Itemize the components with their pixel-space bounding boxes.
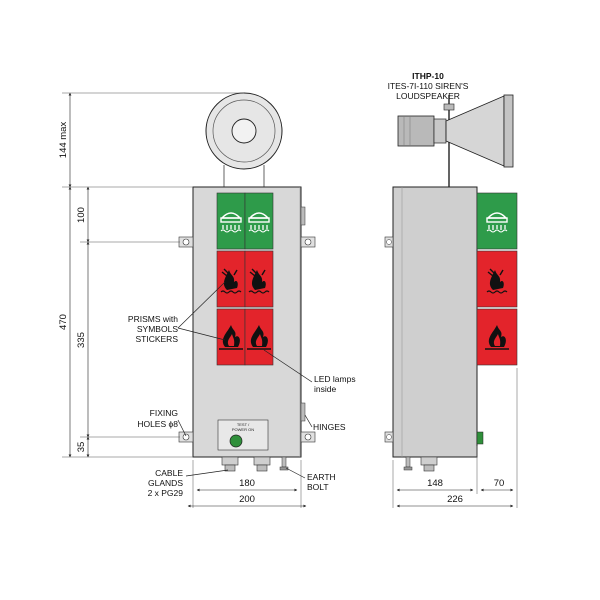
fixing-hole [178, 431, 194, 443]
siren-loudspeaker [205, 92, 283, 187]
label-earth-bolt: BOLT [307, 482, 329, 492]
prism-green-left [216, 192, 246, 250]
side-title: ITES-7I-110 SIREN'S [388, 81, 469, 91]
prism-red-left-bottom [216, 308, 246, 366]
hinge-top [300, 206, 306, 226]
label-cable-glands: GLANDS [148, 478, 183, 488]
siren-loudspeaker-side [397, 94, 514, 187]
cable-gland-side [420, 456, 438, 472]
label-fixing-holes: HOLES ϕ8 [137, 419, 178, 429]
label-hinges: HINGES [313, 422, 346, 432]
earth-bolt [279, 456, 289, 471]
test-plate-text: POWER ON [232, 427, 254, 432]
side-view: ITHP-10 ITES-7I-110 SIREN'S LOUDSPEAKER [384, 71, 518, 508]
prism-green-right [244, 192, 274, 250]
dim-body-depth: 148 [427, 478, 443, 489]
fixing-hole-side [384, 236, 394, 248]
earth-bolt-side [403, 456, 413, 471]
fixing-hole [178, 236, 194, 248]
label-earth-bolt: EARTH [307, 472, 336, 482]
prism-green-side [476, 192, 518, 250]
label-prisms: SYMBOLS [137, 324, 178, 334]
test-button-side[interactable] [476, 431, 484, 445]
label-prisms: PRISMS with [128, 314, 178, 324]
dim-bottom-section: 35 [76, 442, 87, 453]
dim-panel-depth: 70 [494, 478, 505, 489]
label-cable-glands: 2 x PG29 [148, 488, 184, 498]
dim-siren-height: 144 max [58, 122, 69, 159]
test-plate-text: TEST / [237, 422, 250, 427]
prism-red-right [244, 250, 274, 308]
dim-total-height: 470 [58, 314, 69, 330]
dim-middle-section: 335 [76, 332, 87, 348]
fixing-hole [300, 431, 316, 443]
label-prisms: STICKERS [135, 334, 178, 344]
dim-outer-width: 200 [239, 494, 255, 505]
hinge-bottom [300, 402, 306, 422]
label-led-lamps: inside [314, 384, 336, 394]
label-cable-glands: CABLE [155, 468, 183, 478]
test-plate [217, 419, 269, 451]
fixing-hole [300, 236, 316, 248]
side-title: LOUDSPEAKER [396, 91, 460, 101]
cable-gland [221, 456, 239, 472]
side-title: ITHP-10 [412, 71, 444, 81]
dim-inner-width: 180 [239, 478, 255, 489]
front-view: TEST / POWER ON 144 max 470 100 335 35 1… [58, 92, 356, 508]
test-button[interactable] [229, 434, 243, 448]
dim-total-depth: 226 [447, 494, 463, 505]
prism-red-right-bottom [244, 308, 274, 366]
label-fixing-holes: FIXING [150, 408, 178, 418]
prism-red-left [216, 250, 246, 308]
prism-red-side [476, 250, 518, 308]
label-led-lamps: LED lamps [314, 374, 356, 384]
fixing-hole-side [384, 431, 394, 443]
prism-red-side-bottom [476, 308, 518, 366]
enclosure-side [392, 186, 478, 458]
dim-top-section: 100 [76, 207, 87, 223]
cable-gland [253, 456, 271, 472]
